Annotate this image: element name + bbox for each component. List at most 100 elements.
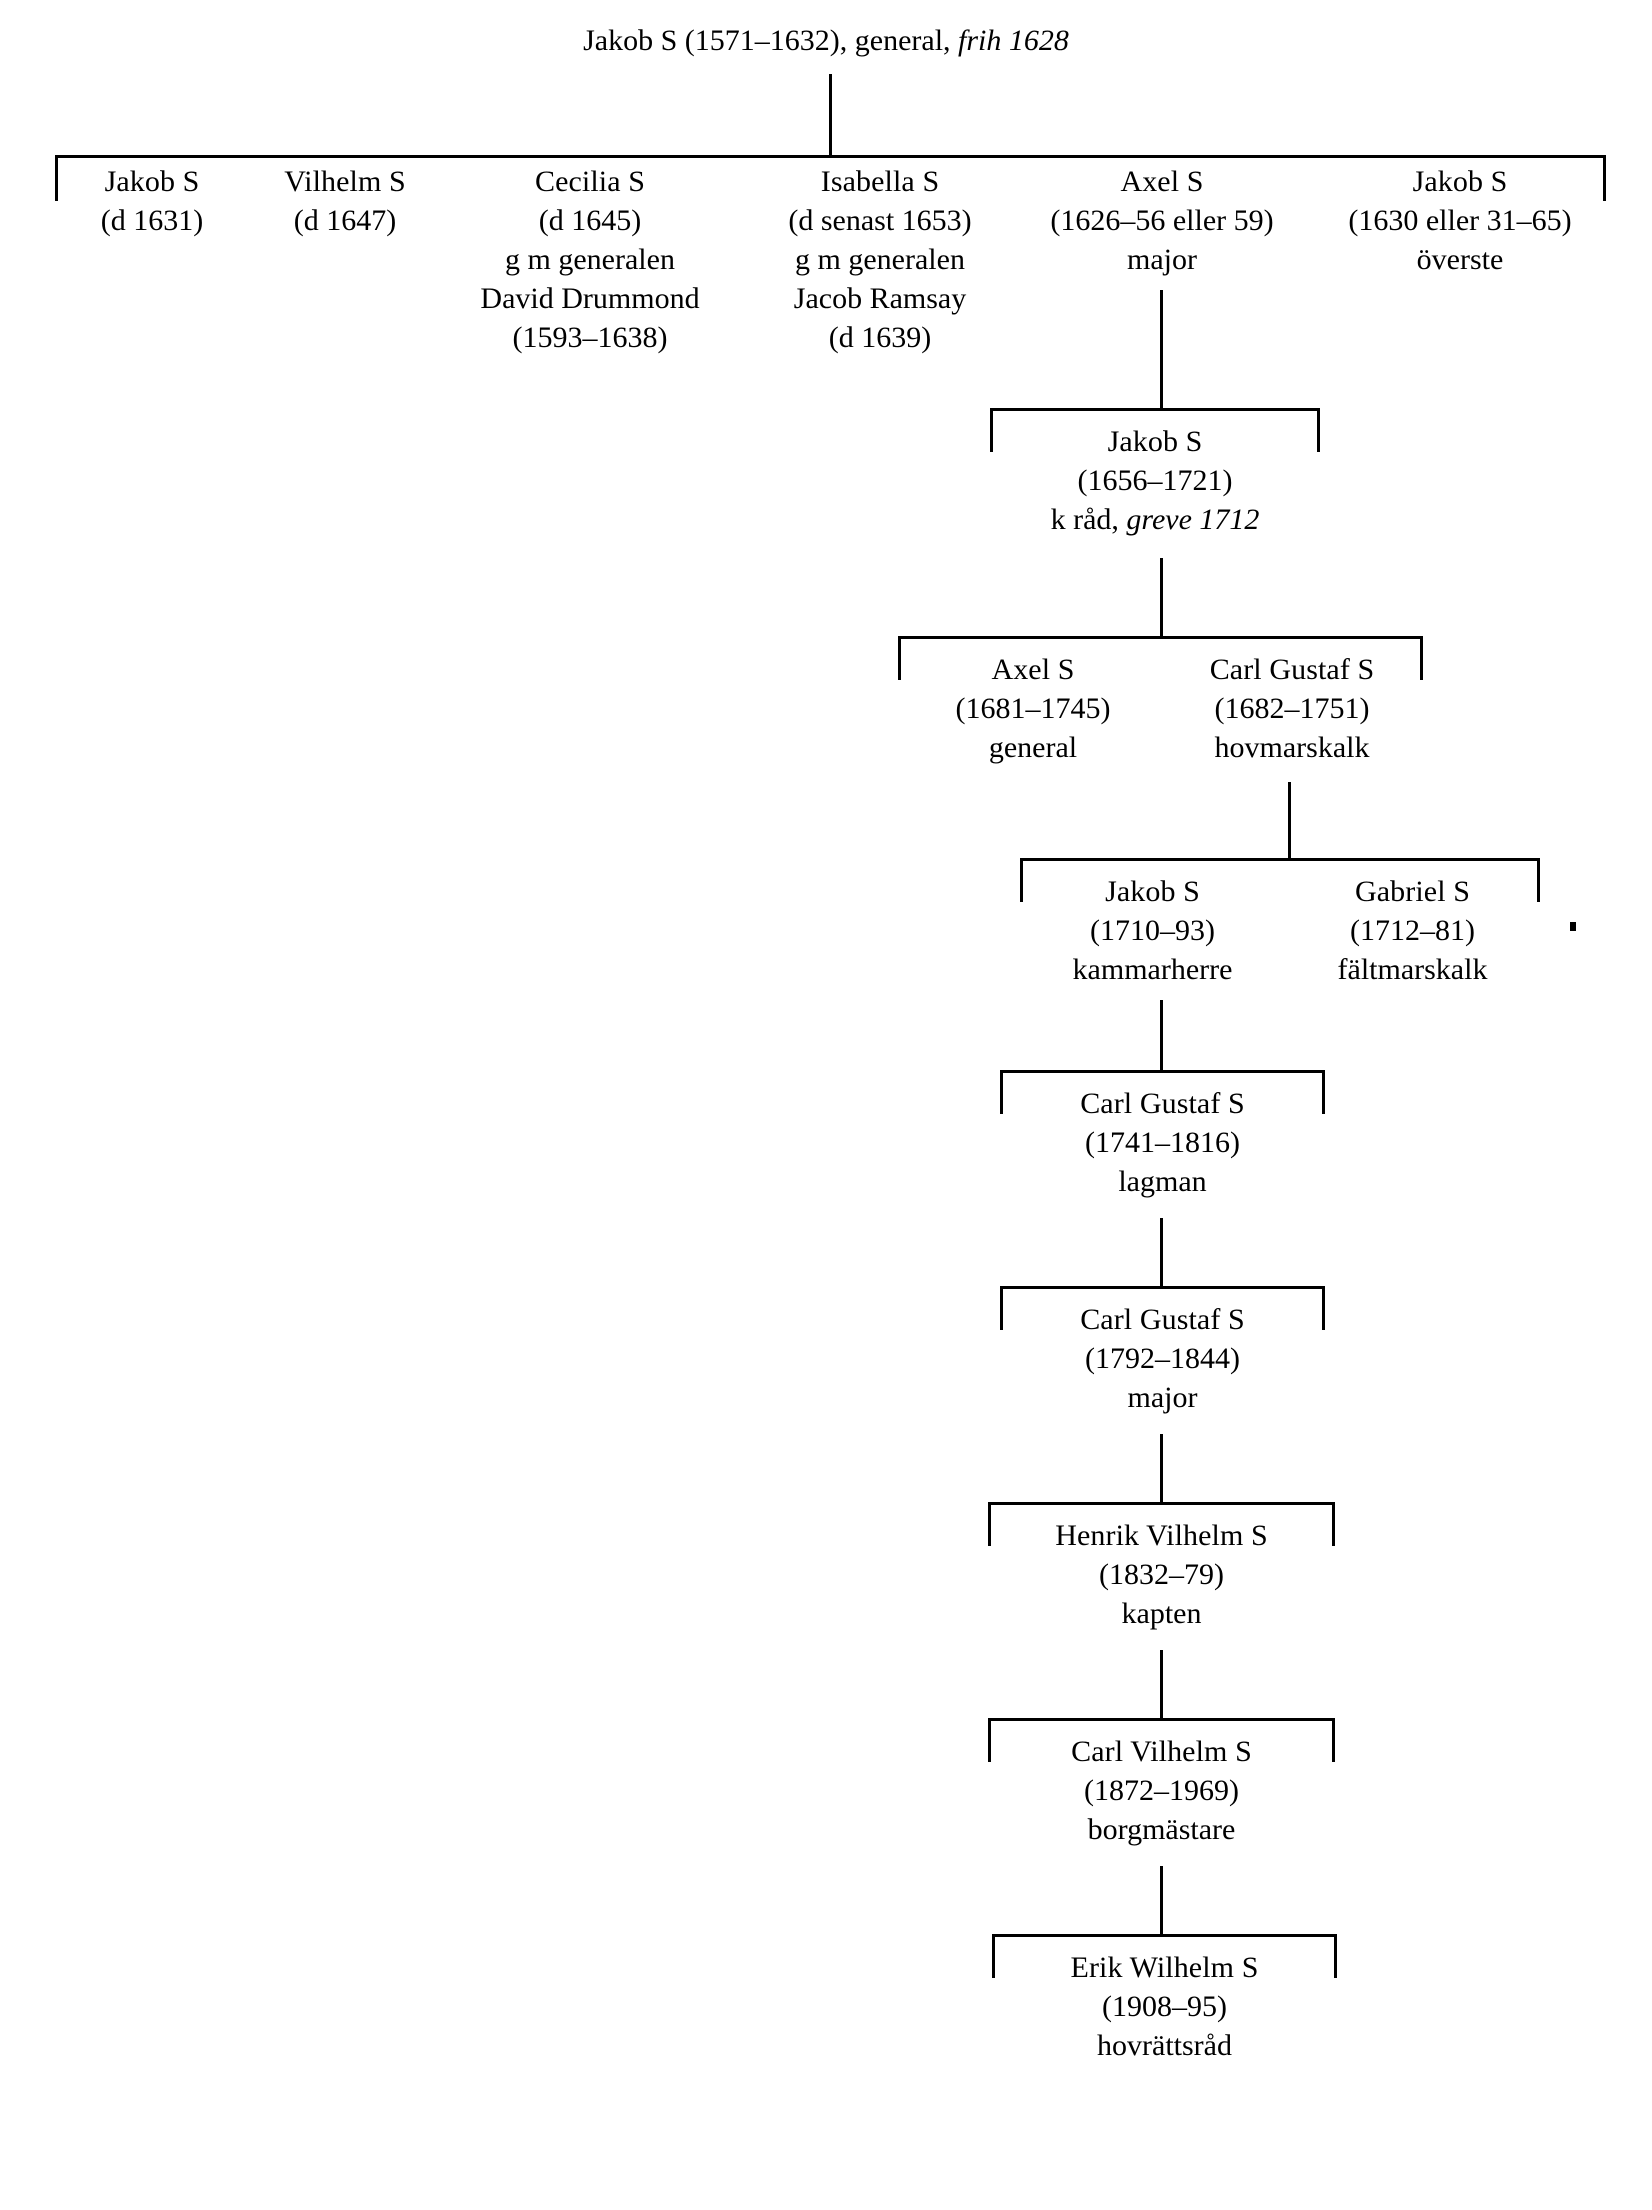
node-henrikvilhelm-1832: Henrik Vilhelm S (1832–79) kapten (988, 1516, 1335, 1633)
node-dates: (d 1647) (293, 204, 397, 237)
node-isabella-d1653: Isabella S (d senast 1653) g m generalen… (740, 162, 1020, 357)
node-name: Carl Gustaf S (1209, 653, 1375, 686)
node-erikwilhelm-1908: Erik Wilhelm S (1908–95) hovrättsråd (992, 1948, 1337, 2065)
node-carlgustaf-1682: Carl Gustaf S (1682–1751) hovmarskalk (1162, 650, 1422, 767)
node-carlgustaf-1741: Carl Gustaf S (1741–1816) lagman (1000, 1084, 1325, 1201)
node-dates: (1908–95) (1102, 1990, 1227, 2023)
node-dates: (1571–1632), general, (684, 24, 959, 57)
node-cecilia-d1645: Cecilia S (d 1645) g m generalen David D… (440, 162, 740, 357)
node-occupation: lagman (1118, 1165, 1207, 1198)
connector-gen10-bar (992, 1934, 1337, 1937)
connector-gen6-tick-right (1322, 1070, 1325, 1114)
node-name: Jakob S (583, 24, 685, 57)
node-carlgustaf-1792: Carl Gustaf S (1792–1844) major (1000, 1300, 1325, 1417)
connector-gen7-bar (1000, 1286, 1325, 1289)
connector-gen10-stem (1160, 1866, 1163, 1936)
connector-gen9-tick-right (1332, 1718, 1335, 1762)
node-name: Vilhelm S (284, 165, 406, 198)
node-gabriel-1712: Gabriel S (1712–81) fältmarskalk (1285, 872, 1540, 989)
connector-gen3-bar (990, 408, 1320, 411)
node-name: Carl Gustaf S (1080, 1303, 1245, 1336)
node-occupation: borgmästare (1087, 1813, 1236, 1846)
node-dates: (1630 eller 31–65) (1348, 204, 1572, 237)
connector-gen4-bar (898, 636, 1423, 639)
node-name: Henrik Vilhelm S (1055, 1519, 1268, 1552)
node-occupation: hovrättsråd (1097, 2029, 1232, 2062)
node-name: Carl Vilhelm S (1071, 1735, 1252, 1768)
node-honour: frih 1628 (958, 24, 1069, 57)
node-occupation: överste (1416, 243, 1504, 276)
connector-gen4-tick-right (1420, 636, 1423, 680)
connector-root-stem (829, 74, 832, 156)
connector-gen5-tick-left (1020, 858, 1023, 902)
connector-gen10-tick-right (1334, 1934, 1337, 1978)
connector-gen6-stem (1160, 1000, 1163, 1072)
connector-gen9-stem (1160, 1650, 1163, 1720)
node-occupation: hovmarskalk (1214, 731, 1370, 764)
node-dates: (1682–1751) (1214, 692, 1370, 725)
node-name: Cecilia S (534, 165, 646, 198)
connector-gen3-tick-right (1317, 408, 1320, 452)
node-occupation: kapten (1121, 1597, 1202, 1630)
connector-gen8-tick-left (988, 1502, 991, 1546)
node-axel-1681: Axel S (1681–1745) general (898, 650, 1168, 767)
node-dates: (1656–1721) (1077, 464, 1233, 497)
connector-gen7-stem (1160, 1218, 1163, 1288)
node-name: Jakob S (1105, 875, 1200, 908)
connector-gen5-stem (1288, 782, 1291, 860)
connector-gen4-stem (1160, 558, 1163, 638)
node-jakob-d1631: Jakob S (d 1631) (52, 162, 252, 240)
node-honour: greve 1712 (1126, 503, 1260, 536)
connector-gen5-tick-right (1537, 858, 1540, 902)
node-name: Erik Wilhelm S (1070, 1951, 1259, 1984)
connector-gen5-bar (1020, 858, 1540, 861)
connector-gen6-tick-left (1000, 1070, 1003, 1114)
node-jakob-1630: Jakob S (1630 eller 31–65) överste (1310, 162, 1610, 279)
connector-gen7-tick-left (1000, 1286, 1003, 1330)
node-dates: (1712–81) (1350, 914, 1475, 947)
node-occupation: fältmarskalk (1337, 953, 1488, 986)
connector-gen8-bar (988, 1502, 1335, 1505)
connector-gen2-tick-right (1603, 155, 1606, 201)
connector-gen4-tick-left (898, 636, 901, 680)
node-name: Jakob S (1412, 165, 1508, 198)
node-dates: (1832–79) (1099, 1558, 1224, 1591)
node-name: Axel S (991, 653, 1075, 686)
connector-gen8-tick-right (1332, 1502, 1335, 1546)
connector-gen10-tick-left (992, 1934, 995, 1978)
node-name: Axel S (1120, 165, 1204, 198)
connector-gen6-bar (1000, 1070, 1325, 1073)
connector-gen3-tick-left (990, 408, 993, 452)
node-dates: (d 1645) (538, 204, 642, 237)
node-name: Carl Gustaf S (1080, 1087, 1245, 1120)
node-dates: (1681–1745) (955, 692, 1111, 725)
node-spouse-name: Jacob Ramsay (793, 282, 967, 315)
connector-gen8-stem (1160, 1434, 1163, 1504)
node-spouse-dates: (1593–1638) (512, 321, 668, 354)
node-jakob-1571: Jakob S (1571–1632), general, frih 1628 (0, 24, 1652, 58)
node-dates: (1792–1844) (1085, 1342, 1240, 1375)
node-name: Jakob S (1107, 425, 1203, 458)
node-occupation: k råd, greve 1712 (990, 500, 1320, 539)
node-dates: (1741–1816) (1085, 1126, 1240, 1159)
node-dates: (1872–1969) (1084, 1774, 1239, 1807)
node-carlvilhelm-1872: Carl Vilhelm S (1872–1969) borgmästare (988, 1732, 1335, 1849)
node-axel-1626: Axel S (1626–56 eller 59) major (1012, 162, 1312, 279)
node-jakob-1710: Jakob S (1710–93) kammarherre (1020, 872, 1285, 989)
node-vilhelm-d1647: Vilhelm S (d 1647) (240, 162, 450, 240)
node-name: Jakob S (104, 165, 200, 198)
node-spouse-name: David Drummond (480, 282, 700, 315)
node-dates: (d senast 1653) (788, 204, 972, 237)
node-occupation: major (1127, 243, 1197, 276)
node-name: Gabriel S (1354, 875, 1471, 908)
scan-speck-artifact (1570, 922, 1576, 931)
node-spouse-relation: g m generalen (795, 243, 965, 276)
connector-gen7-tick-right (1322, 1286, 1325, 1330)
node-name: Isabella S (820, 165, 940, 198)
connector-gen9-tick-left (988, 1718, 991, 1762)
node-dates: (1710–93) (1090, 914, 1215, 947)
node-occupation: kammarherre (1072, 953, 1233, 986)
node-occupation: major (1127, 1381, 1198, 1414)
node-spouse-relation: g m generalen (505, 243, 675, 276)
